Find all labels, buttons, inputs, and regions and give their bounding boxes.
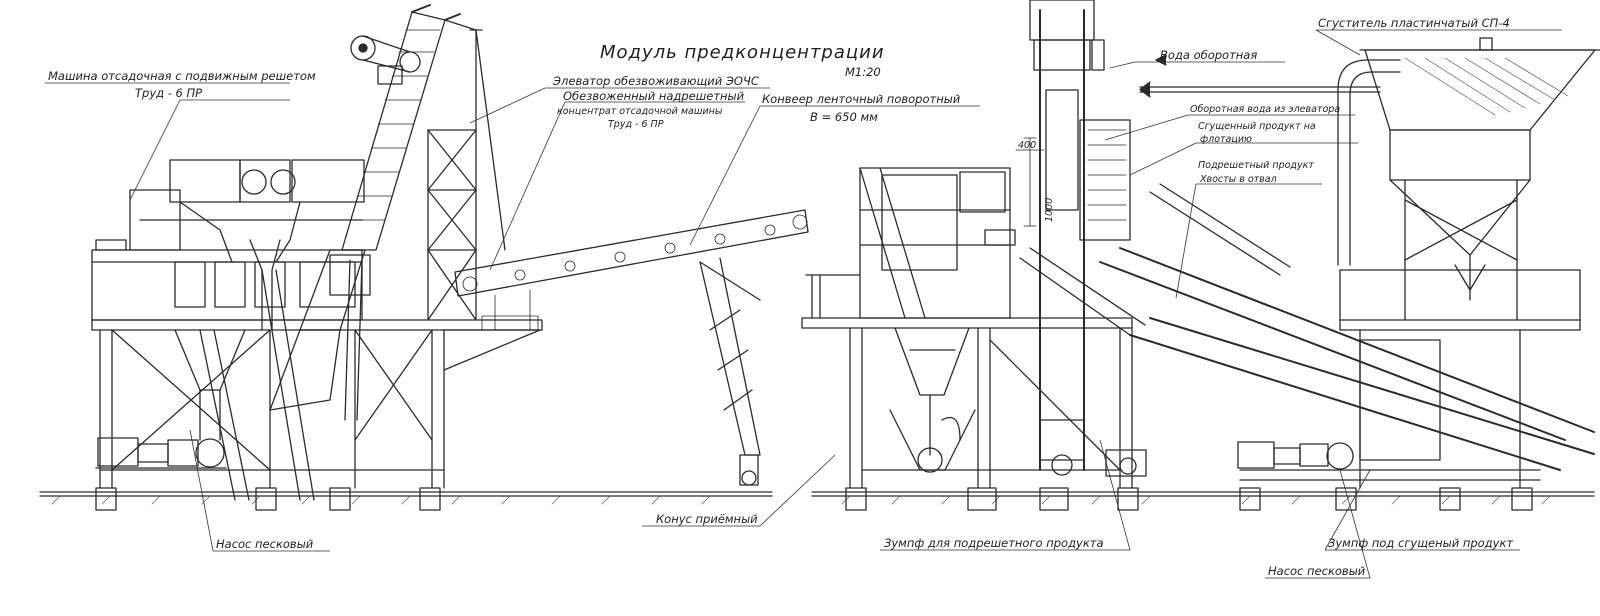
label-sand-pump-right: Насос песковый: [1268, 564, 1366, 578]
elevator-lower: [269, 249, 371, 421]
drawing-scale: М1:20: [845, 65, 881, 79]
elevator-body: [341, 4, 461, 251]
label-receiving-cone: Конус приёмный: [656, 512, 758, 526]
ground-lines: [39, 491, 1595, 497]
label-jig-machine-model: Труд - 6 ПР: [135, 86, 202, 100]
label-undersize-product: Подрешетный продукт: [1198, 160, 1314, 171]
thickener-frame: [1239, 269, 1581, 489]
thickener: [1359, 37, 1600, 321]
label-thickener: Сгуститель пластинчатый СП-4: [1318, 16, 1510, 30]
right-platform: [801, 274, 1133, 489]
label-tailings: Хвосты в отвал: [1199, 174, 1277, 185]
conveyor-belt: [454, 209, 809, 297]
ground-hatching: [51, 495, 1551, 505]
label-sump-thickened: Зумпф под сгущеный продукт: [1328, 536, 1513, 550]
elevator-tower: [427, 19, 506, 321]
dimension-400: 400: [1018, 140, 1036, 151]
conveyor-support: [699, 257, 761, 486]
thickener-feed-pipe: [1337, 59, 1401, 266]
pipes-left: [199, 269, 315, 501]
label-conveyor-width: B = 650 мм: [810, 110, 878, 124]
sand-pump-right: [1237, 441, 1354, 470]
foundation-blocks-left: [95, 487, 441, 511]
label-dewatered-concentrate-3: Труд - 6 ПР: [608, 119, 664, 130]
vertical-elevator: [1039, 9, 1085, 471]
label-jig-machine: Машина отсадочная с подвижным решетом: [48, 69, 316, 83]
label-conveyor: Конвеер ленточный поворотный: [762, 92, 961, 106]
discharge-chute-upper: [1019, 183, 1291, 336]
foundation-blocks-right: [845, 487, 1533, 511]
label-sand-pump-left: Насос песковый: [216, 537, 314, 551]
sand-pump-left: [95, 437, 227, 469]
jig-machine-left: [91, 159, 365, 321]
elevator-buckets: [349, 29, 441, 221]
label-dewatered-concentrate: Обезвоженный надрешетный: [563, 89, 745, 103]
label-sump-undersize: Зумпф для подрешетного продукта: [884, 536, 1104, 550]
elevator-chain-right: [1087, 129, 1127, 221]
drawing-title: Модуль предконцентрации: [600, 42, 885, 63]
label-circulating-water: Вода оборотная: [1160, 48, 1257, 62]
receiving-cone-right: [889, 327, 976, 473]
leader-lines: [45, 29, 1562, 579]
label-dewatered-concentrate-2: концентрат отсадочной машины: [557, 106, 723, 117]
label-elevator: Элеватор обезвоживающий ЭОЧС: [552, 74, 759, 88]
circulating-water-line: [1139, 54, 1381, 98]
vertical-elevator-parts: [1029, 0, 1147, 477]
elevator-drive: [350, 35, 421, 85]
dimension-marks: [1015, 137, 1045, 227]
thickener-plates: [1404, 57, 1569, 116]
conveyor-rollers: [462, 214, 808, 331]
label-thickened-product-2: флотацию: [1200, 134, 1252, 145]
receiving-hopper-left: [174, 239, 281, 441]
label-thickened-product: Сгущенный продукт на: [1198, 121, 1316, 132]
jig-machine-right: [859, 167, 1016, 319]
dimension-1000: 1000: [1044, 198, 1055, 222]
left-support-frame: [91, 319, 543, 489]
label-return-water: Оборотная вода из элеватора: [1190, 104, 1340, 115]
